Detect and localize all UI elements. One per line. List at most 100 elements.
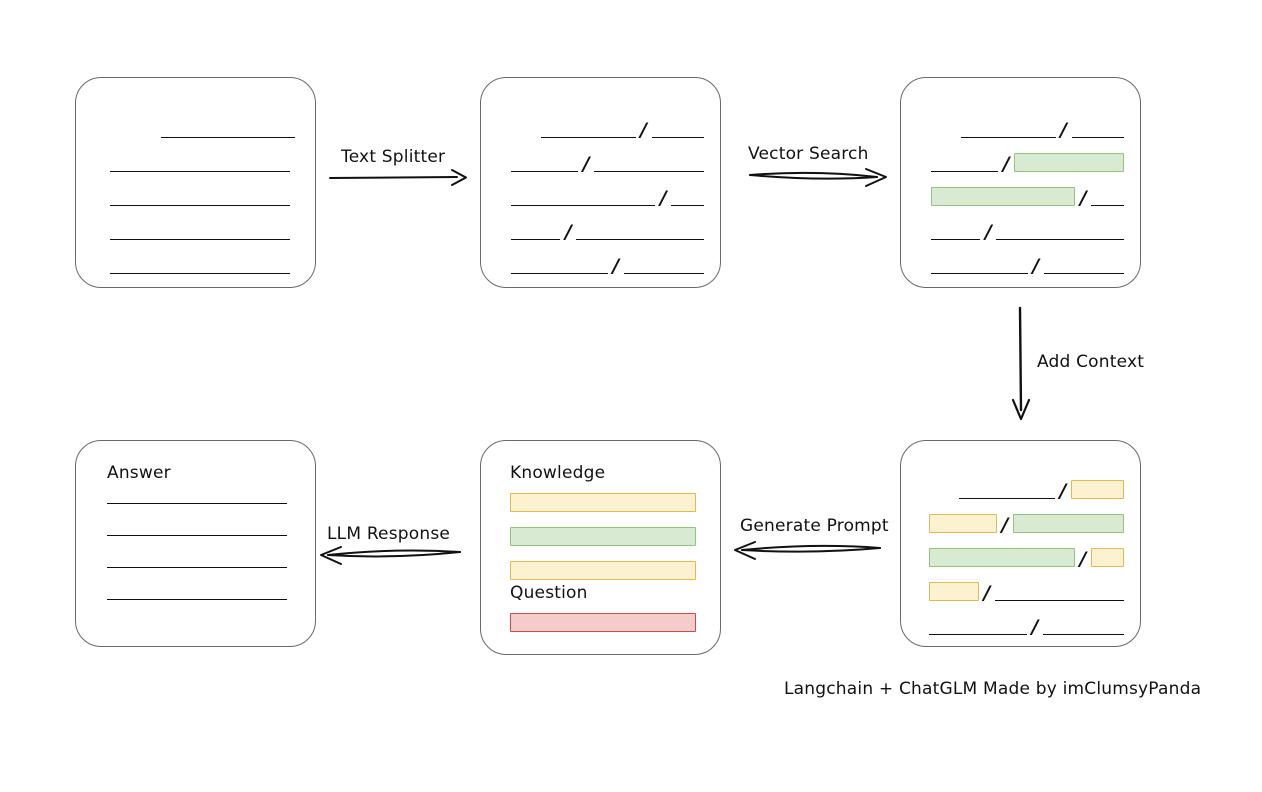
prompt-question-label: Question — [510, 583, 588, 603]
chunk-text-line — [110, 156, 290, 172]
chunk-row: / — [511, 172, 704, 209]
chunk-row: / — [929, 533, 1124, 570]
chunk-row: / — [931, 104, 1124, 141]
knowledge-bar-yellow — [510, 493, 696, 512]
arrow-generate-prompt — [734, 541, 881, 560]
chunk-separator-icon: / — [582, 153, 590, 175]
chunk-separator-icon: / — [1032, 255, 1040, 277]
answer-label: Answer — [107, 463, 171, 483]
chunk-indent-spacer — [110, 123, 161, 138]
answer-text-line — [107, 503, 287, 504]
chunk-separator-icon: / — [612, 255, 620, 277]
chunk-text-line — [960, 122, 1056, 138]
chunk-text-line — [511, 258, 608, 274]
chunk-text-line — [1043, 258, 1124, 274]
chunk-row — [110, 206, 295, 240]
arrow-vector-search — [749, 168, 887, 187]
chunk-text-line — [671, 190, 704, 206]
chunk-row: / — [929, 465, 1124, 502]
chunk-text-line — [594, 156, 704, 172]
chunk-text-line — [931, 258, 1028, 274]
chunk-row: / — [511, 138, 704, 175]
chunk-separator-icon: / — [1079, 187, 1087, 209]
chunk-text-line — [540, 122, 636, 138]
chunk-text-line — [995, 585, 1124, 601]
chunk-text-line — [1071, 122, 1124, 138]
node-vector-matched-chunks[interactable]: / / / / / — [900, 77, 1141, 288]
arrow-label-llm-response: LLM Response — [327, 524, 451, 544]
chunk-separator-icon: / — [1060, 119, 1068, 141]
vector-matched-chunks-rows: / / / / / — [931, 104, 1124, 277]
node-answer[interactable]: Answer — [75, 440, 316, 647]
answer-text-line — [107, 599, 287, 600]
chunk-text-line — [996, 224, 1124, 240]
chunk-highlight-yellow — [929, 514, 997, 533]
arrow-text-splitter — [329, 169, 467, 186]
chunk-row: / — [929, 601, 1124, 638]
chunk-text-line — [110, 224, 290, 240]
chunk-separator-icon: / — [1059, 480, 1067, 502]
chunk-separator-icon: / — [983, 582, 991, 604]
chunk-highlight-green — [931, 187, 1076, 206]
chunk-text-line — [511, 156, 579, 172]
chunk-separator-icon: / — [640, 119, 648, 141]
chunk-row: / — [929, 567, 1124, 604]
chunk-separator-icon: / — [984, 221, 992, 243]
chunk-row: / — [511, 104, 704, 141]
answer-lines — [107, 503, 287, 600]
arrow-label-text-splitter: Text Splitter — [341, 147, 446, 167]
arrow-label-add-context: Add Context — [1037, 352, 1145, 372]
node-source-document[interactable] — [75, 77, 316, 288]
chunk-highlight-green — [929, 548, 1075, 567]
chunk-text-line — [161, 122, 295, 138]
prompt-knowledge-label: Knowledge — [510, 463, 606, 483]
node-context-added-chunks[interactable]: / / / / / — [900, 440, 1141, 647]
chunk-text-line — [110, 258, 290, 274]
chunk-text-line — [511, 224, 561, 240]
answer-text-line — [107, 535, 287, 536]
chunk-highlight-yellow — [1091, 548, 1124, 567]
chunk-indent-spacer — [931, 123, 961, 138]
chunk-text-line — [1043, 619, 1124, 635]
chunk-row: / — [511, 206, 704, 243]
knowledge-bar-yellow — [510, 561, 696, 580]
chunk-row — [110, 240, 295, 274]
chunk-separator-icon: / — [1001, 514, 1009, 536]
chunk-row: / — [931, 206, 1124, 243]
chunk-row: / — [929, 499, 1124, 536]
chunk-highlight-yellow — [929, 582, 979, 601]
chunk-text-line — [511, 190, 656, 206]
chunk-highlight-yellow — [1071, 480, 1124, 499]
chunk-separator-icon: / — [1031, 616, 1039, 638]
chunk-row: / — [931, 172, 1124, 209]
chunk-separator-icon: / — [564, 221, 572, 243]
prompt-knowledge-bars — [510, 493, 696, 580]
arrow-label-vector-search: Vector Search — [748, 144, 869, 164]
question-bar-red — [510, 613, 696, 632]
chunk-text-line — [110, 190, 290, 206]
arrow-llm-response — [320, 546, 461, 565]
split-chunks-rows: / / / / / — [511, 104, 704, 277]
source-document-rows — [110, 104, 295, 274]
chunk-row — [110, 138, 295, 172]
arrow-label-generate-prompt: Generate Prompt — [740, 516, 889, 536]
chunk-row: / — [931, 240, 1124, 277]
node-split-chunks[interactable]: / / / / / — [480, 77, 721, 288]
chunk-row: / — [511, 240, 704, 277]
knowledge-bar-green — [510, 527, 696, 546]
chunk-separator-icon: / — [659, 187, 667, 209]
arrow-add-context — [1011, 306, 1031, 421]
chunk-highlight-green — [1013, 514, 1124, 533]
chunk-highlight-green — [1014, 153, 1124, 172]
chunk-separator-icon: / — [1002, 153, 1010, 175]
chunk-text-line — [959, 483, 1055, 499]
chunk-text-line — [929, 619, 1027, 635]
answer-text-line — [107, 567, 287, 568]
chunk-text-line — [1091, 190, 1124, 206]
chunk-text-line — [651, 122, 704, 138]
chunk-text-line — [576, 224, 704, 240]
chunk-separator-icon: / — [1079, 548, 1087, 570]
chunk-row — [110, 104, 295, 138]
node-prompt[interactable]: Knowledge Question — [480, 440, 721, 655]
